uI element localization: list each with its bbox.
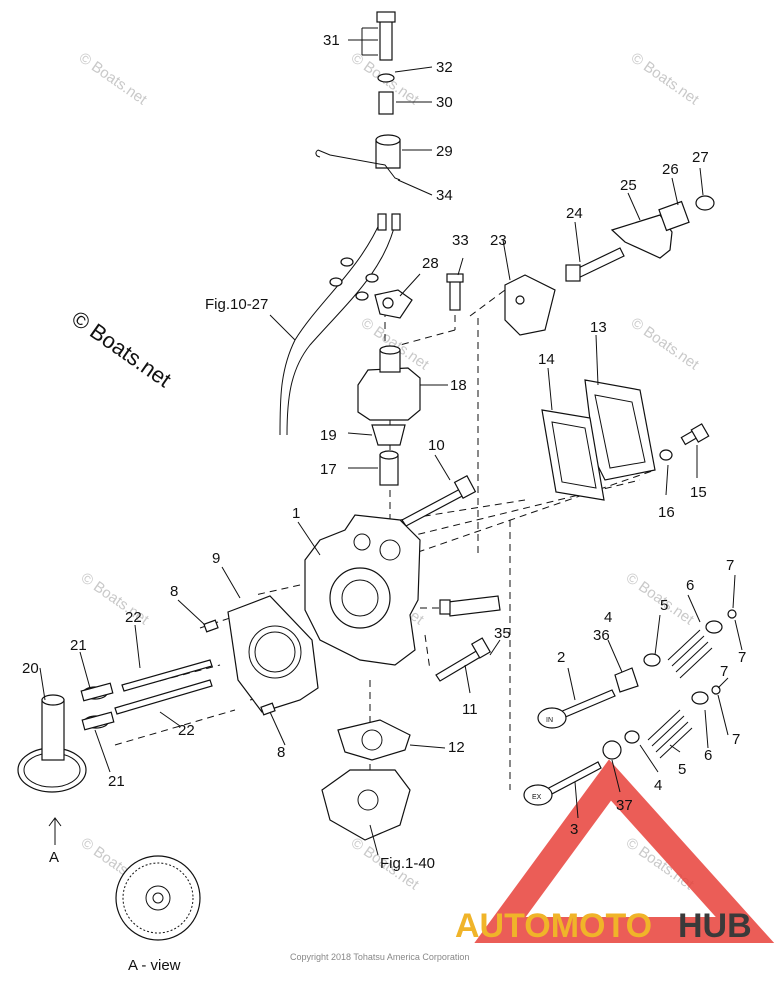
copyright-text: Copyright 2018 Tohatsu America Corporati… xyxy=(290,952,469,962)
callout-6-top: 6 xyxy=(686,577,694,594)
spark-plug xyxy=(439,595,501,617)
callout-9: 9 xyxy=(212,550,220,567)
callout-23: 23 xyxy=(490,232,507,249)
callout-30: 30 xyxy=(436,94,453,111)
callout-14: 14 xyxy=(538,351,555,368)
callout-16: 16 xyxy=(658,504,675,521)
callout-26: 26 xyxy=(662,161,679,178)
leader-lines xyxy=(39,27,743,856)
callout-32: 32 xyxy=(436,59,453,76)
callout-7-mid: 7 xyxy=(720,663,728,680)
callout-8-top: 8 xyxy=(170,583,178,600)
callout-2: 2 xyxy=(557,649,565,666)
valve-mark-in: IN xyxy=(546,717,553,724)
callout-35: 35 xyxy=(494,625,511,642)
callout-28: 28 xyxy=(422,255,439,272)
throttle-lever-assembly xyxy=(315,11,401,181)
bolt-11 xyxy=(435,637,492,682)
valvetrain-left xyxy=(17,659,213,793)
callout-36: 36 xyxy=(593,627,610,644)
carburetor-lever-group xyxy=(357,345,421,486)
callout-22-top: 22 xyxy=(125,609,142,626)
valve-mark-ex: EX xyxy=(532,794,542,801)
cover-bolt xyxy=(659,423,710,461)
callout-31: 31 xyxy=(323,32,340,49)
callout-27: 27 xyxy=(692,149,709,166)
callout-37: 37 xyxy=(616,797,633,814)
callout-17: 17 xyxy=(320,461,337,478)
fig-10-27-label: Fig.10-27 xyxy=(205,296,268,313)
callout-21-bottom: 21 xyxy=(108,773,125,790)
callout-labels: 31 32 30 29 34 28 33 23 24 25 26 27 Fig.… xyxy=(22,32,746,974)
callout-11: 11 xyxy=(462,701,478,718)
callout-25: 25 xyxy=(620,177,637,194)
callout-13: 13 xyxy=(590,319,607,336)
callout-5-bottom: 5 xyxy=(678,761,686,778)
intake-valve-group xyxy=(537,609,737,729)
callout-7-lower: 7 xyxy=(732,731,740,748)
callout-20: 20 xyxy=(22,660,39,677)
cable-bracket xyxy=(374,273,464,319)
callout-4-bottom: 4 xyxy=(654,777,662,794)
callout-22-bottom: 22 xyxy=(178,722,195,739)
callout-7-top: 7 xyxy=(726,557,734,574)
fig-1-40-label: Fig.1-40 xyxy=(380,855,435,872)
throttle-cables xyxy=(279,213,401,436)
callout-21-top: 21 xyxy=(70,637,87,654)
a-view-caption: A - view xyxy=(128,957,181,974)
callout-4-top: 4 xyxy=(604,609,612,626)
brand-part2: HUB xyxy=(678,907,752,945)
brand-logo-mark xyxy=(474,759,775,943)
callout-10: 10 xyxy=(428,437,445,454)
callout-15: 15 xyxy=(690,484,707,501)
brand-wordmark: AUTOMOTO HUB xyxy=(455,907,752,945)
head-cover-group xyxy=(541,379,656,501)
exhaust-valve-group xyxy=(523,685,721,806)
callout-18: 18 xyxy=(450,377,467,394)
view-a-label: A xyxy=(49,849,59,866)
watermark: © Boats.net xyxy=(628,314,703,373)
callout-3: 3 xyxy=(570,821,578,838)
view-a-arrow xyxy=(48,817,62,845)
boats-net-watermark-large: © Boats.net xyxy=(67,306,176,393)
watermark: © Boats.net xyxy=(628,49,703,108)
callout-19: 19 xyxy=(320,427,337,444)
watermark: © Boats.net xyxy=(76,49,151,108)
callout-5-top: 5 xyxy=(660,597,668,614)
callout-34: 34 xyxy=(436,187,453,204)
breather-plate xyxy=(321,719,411,841)
callout-6-bottom: 6 xyxy=(704,747,712,764)
a-view-drawing xyxy=(115,855,201,941)
callout-7-mid-right: 7 xyxy=(738,649,746,666)
callout-12: 12 xyxy=(448,739,465,756)
cylinder-head xyxy=(304,514,421,666)
long-bolt-10 xyxy=(401,474,477,527)
head-gasket xyxy=(227,595,319,713)
callout-29: 29 xyxy=(436,143,453,160)
intake-cover-group xyxy=(504,195,715,336)
callout-24: 24 xyxy=(566,205,583,222)
callout-1: 1 xyxy=(292,505,300,522)
callout-33: 33 xyxy=(452,232,469,249)
callout-8-bottom: 8 xyxy=(277,744,285,761)
dowel-pins xyxy=(203,619,276,716)
brand-part1: AUTOMOTO xyxy=(455,907,652,945)
